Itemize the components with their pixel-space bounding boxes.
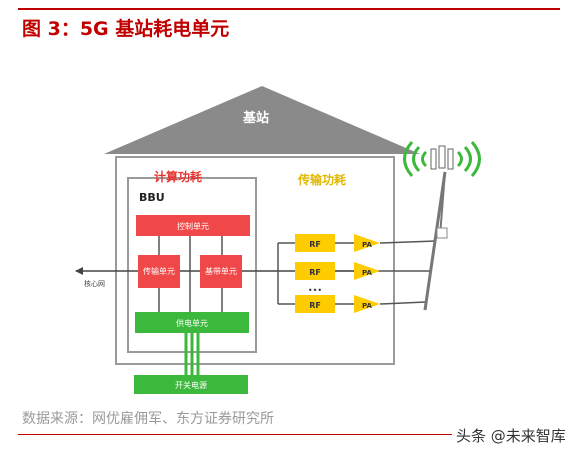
title-rule [18,8,560,10]
transport-unit-box [138,255,180,288]
baseband-unit-label: 基带单元 [205,266,237,276]
switch-power-box [134,375,248,394]
power-feed-lines [184,333,200,375]
power-supply-unit-box [135,312,249,333]
pa-amplifier [354,262,380,280]
pa-label: PA [362,269,372,277]
transmit-power-label: 传输功耗 [297,172,346,187]
rf-block [295,295,335,313]
rf-block [295,262,335,280]
pa-amplifier [354,295,380,313]
core-network-label: 核心网 [84,279,105,288]
power-supply-unit-label: 供电单元 [176,318,208,328]
control-unit-label: 控制单元 [177,221,209,231]
source-rule [18,434,560,435]
figure-title: 图 3：5G 基站耗电单元 [22,18,230,40]
pa-label: PA [362,302,372,310]
antenna-icon [430,145,454,170]
rf-label: RF [309,301,321,310]
radio-wave-icon [403,141,481,177]
pa-amplifier [354,234,380,252]
roof-label: 基站 [242,110,269,126]
baseband-unit-box [200,255,242,288]
pa-label: PA [362,241,372,249]
transport-unit-label: 传输单元 [143,266,175,276]
bbu-label: BBU [139,191,165,204]
rf-pa-links [335,242,354,305]
figure-source: 数据来源：网优雇佣军、东方证券研究所 [22,411,274,427]
rf-block [295,234,335,252]
control-unit-box [136,215,250,236]
watermark: 头条 @未来智库 [452,425,570,446]
rf-label: RF [309,240,321,249]
rf-label: RF [309,268,321,277]
rf-ellipsis: ••• [308,286,322,295]
rf-bus-lines [277,242,295,305]
antenna-mast [423,171,448,311]
compute-power-label: 计算功耗 [154,169,202,184]
antenna-feeder-lines [379,240,437,305]
switch-power-label: 开关电源 [175,380,207,390]
station-roof [104,86,420,154]
